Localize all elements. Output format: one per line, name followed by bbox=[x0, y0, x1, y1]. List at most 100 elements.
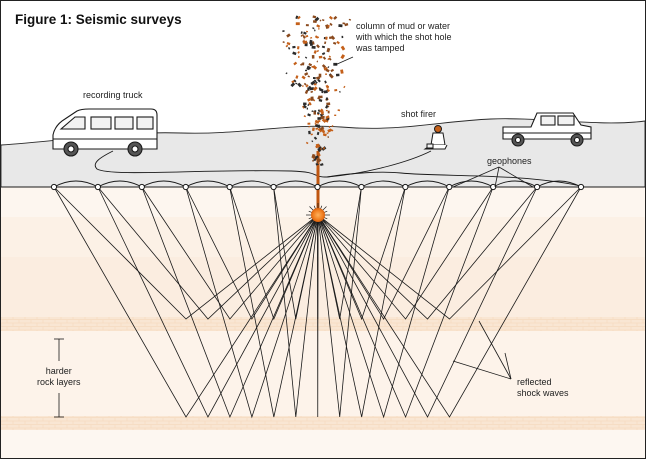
debris-particle bbox=[295, 15, 299, 20]
debris-particle bbox=[305, 84, 309, 88]
debris-particle bbox=[337, 109, 341, 112]
ray-lower-reflector bbox=[317, 186, 538, 418]
debris-particle bbox=[326, 102, 331, 106]
debris-particle bbox=[316, 131, 320, 136]
debris-particle bbox=[325, 115, 330, 119]
debris-particle bbox=[296, 46, 300, 50]
debris-particle bbox=[308, 101, 312, 106]
figure-title: Figure 1: Seismic surveys bbox=[15, 12, 182, 27]
debris-particle bbox=[295, 22, 300, 26]
ray-upper-reflector bbox=[317, 186, 494, 320]
geophone-icon bbox=[577, 183, 585, 191]
explosion-spike bbox=[321, 218, 327, 224]
debris-particle bbox=[314, 155, 319, 159]
debris-particle bbox=[325, 104, 329, 109]
label-shot-firer: shot firer bbox=[401, 109, 437, 119]
debris-particle bbox=[285, 72, 288, 75]
geophone-icon bbox=[270, 183, 277, 191]
debris-particle bbox=[297, 82, 302, 88]
label-mud-column-line-2: with which the shot hole bbox=[356, 32, 452, 42]
geophone-icon bbox=[138, 183, 145, 191]
debris-particle bbox=[321, 64, 327, 69]
debris-particle bbox=[308, 63, 313, 67]
debris-particle bbox=[321, 110, 325, 115]
debris-particle bbox=[315, 127, 319, 130]
debris-particle bbox=[300, 31, 303, 34]
debris-particle bbox=[305, 141, 309, 145]
debris-particle bbox=[317, 112, 320, 115]
debris-particle bbox=[327, 110, 330, 114]
debris-particle bbox=[308, 125, 311, 128]
debris-particle bbox=[293, 79, 297, 83]
debris-particle bbox=[285, 44, 289, 48]
cable-arch bbox=[449, 180, 494, 188]
geophone-icon bbox=[94, 183, 102, 191]
debris-particle bbox=[321, 128, 326, 134]
debris-particle bbox=[321, 45, 326, 49]
debris-particle bbox=[326, 88, 331, 93]
ray-upper-reflector bbox=[317, 186, 538, 320]
debris-particle bbox=[313, 154, 316, 156]
debris-particle bbox=[310, 90, 314, 93]
debris-particle bbox=[348, 18, 352, 21]
debris-particle bbox=[310, 133, 313, 136]
debris-particle bbox=[286, 33, 291, 38]
debris-particle bbox=[321, 52, 326, 56]
debris-particle bbox=[329, 73, 334, 79]
label-reflected-line-2: shock waves bbox=[517, 388, 569, 398]
debris-particle bbox=[323, 147, 325, 150]
debris-particle bbox=[324, 119, 329, 123]
debris-particle bbox=[301, 75, 306, 80]
debris-particle bbox=[331, 124, 334, 128]
debris-particle bbox=[330, 35, 336, 41]
debris-particle bbox=[307, 103, 310, 107]
debris-particle bbox=[304, 72, 309, 76]
debris-particle bbox=[317, 152, 321, 157]
debris-particle bbox=[313, 50, 317, 54]
debris-particle bbox=[317, 158, 322, 163]
debris-particle bbox=[317, 95, 322, 100]
debris-particle bbox=[324, 80, 327, 84]
ray-upper-reflector bbox=[185, 186, 319, 320]
cable-arch bbox=[317, 180, 362, 188]
debris-particle bbox=[341, 35, 344, 39]
debris-particle bbox=[300, 34, 303, 37]
annotation-lines bbox=[54, 56, 534, 418]
debris-particle bbox=[311, 110, 314, 113]
shot-firer-icon bbox=[423, 125, 448, 150]
debris-particle bbox=[317, 147, 322, 153]
debris-particle bbox=[316, 36, 319, 39]
debris-particle bbox=[316, 157, 320, 162]
debris-particle bbox=[322, 56, 327, 60]
cable-arch bbox=[185, 180, 230, 188]
debris-particle bbox=[321, 90, 324, 94]
debris-particle bbox=[297, 51, 300, 54]
debris-particle bbox=[311, 127, 315, 132]
debris-particle bbox=[313, 159, 316, 161]
debris-particle bbox=[312, 77, 316, 80]
ray-upper-reflector bbox=[317, 186, 406, 321]
debris-particle bbox=[313, 155, 316, 158]
label-harder-rock-layers: harder rock layers bbox=[37, 366, 81, 388]
debris-particle bbox=[313, 83, 317, 86]
debris-particle bbox=[314, 122, 317, 126]
debris-particle bbox=[327, 128, 333, 133]
cable-arch bbox=[536, 180, 582, 188]
debris-particle bbox=[318, 73, 322, 78]
label-recording-truck: recording truck bbox=[83, 90, 143, 100]
debris-particle bbox=[318, 144, 321, 147]
debris-particle bbox=[313, 110, 317, 115]
debris-particle bbox=[310, 80, 316, 86]
debris-particle bbox=[302, 35, 306, 39]
debris-particle bbox=[328, 57, 332, 61]
debris-particle bbox=[297, 15, 301, 20]
debris-particle bbox=[318, 98, 323, 103]
debris-particle bbox=[320, 117, 324, 120]
debris-particle bbox=[340, 54, 346, 60]
label-reflected-shock-waves: reflected shock waves bbox=[517, 377, 569, 399]
debris-particle bbox=[325, 36, 328, 40]
debris-particle bbox=[314, 119, 320, 124]
debris-particle bbox=[340, 69, 344, 74]
debris-particle bbox=[282, 30, 285, 33]
geophone-icon bbox=[50, 183, 58, 191]
